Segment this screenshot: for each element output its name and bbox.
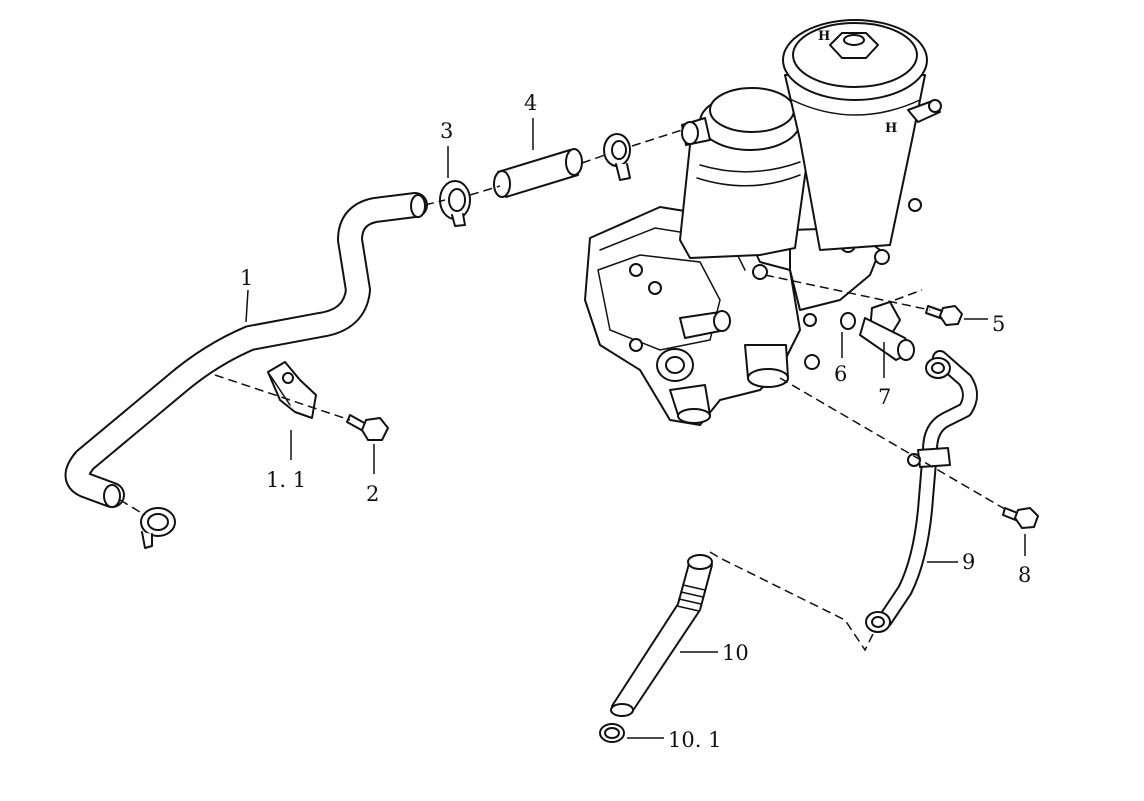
callout-2: 2 bbox=[366, 482, 379, 506]
callout-7: 7 bbox=[878, 385, 891, 409]
callout-10: 10 bbox=[722, 641, 749, 665]
bolt-part-5 bbox=[925, 305, 963, 326]
callout-8: 8 bbox=[1018, 563, 1031, 587]
sleeve-part-4 bbox=[493, 148, 583, 198]
bolt-part-8 bbox=[1002, 507, 1039, 529]
pipe-part-9 bbox=[865, 350, 978, 633]
callout-labels: 1 3 4 1. 1 2 5 6 7 8 9 10 10. 1 bbox=[240, 91, 1031, 752]
callout-10-1: 10. 1 bbox=[668, 728, 721, 752]
assembly-guide-lines bbox=[119, 129, 1011, 652]
callout-1: 1 bbox=[240, 266, 253, 290]
filter-housing-assembly: H H bbox=[584, 19, 942, 426]
cap-logo-mark-side: H bbox=[885, 121, 897, 136]
bracket-part-1-1 bbox=[267, 361, 317, 419]
hose-clamp-lower bbox=[140, 507, 176, 549]
seal-ring-part-6 bbox=[840, 312, 856, 330]
callout-9: 9 bbox=[962, 550, 975, 574]
bolt-part-2 bbox=[346, 414, 389, 441]
callout-leader-lines bbox=[245, 118, 1026, 739]
callout-4: 4 bbox=[524, 91, 537, 115]
callout-6: 6 bbox=[834, 362, 847, 386]
fitting-part-7 bbox=[859, 301, 915, 361]
callout-3: 3 bbox=[440, 119, 453, 143]
callout-1-1: 1. 1 bbox=[266, 468, 306, 492]
cap-logo-mark: H bbox=[818, 29, 830, 44]
hose-part-1 bbox=[64, 192, 428, 508]
seal-ring-part-10-1 bbox=[599, 723, 625, 743]
hose-clamp-upper bbox=[603, 133, 631, 181]
callout-5: 5 bbox=[992, 312, 1005, 336]
hose-clamp-part-3 bbox=[439, 180, 471, 227]
tube-part-10 bbox=[610, 554, 713, 717]
